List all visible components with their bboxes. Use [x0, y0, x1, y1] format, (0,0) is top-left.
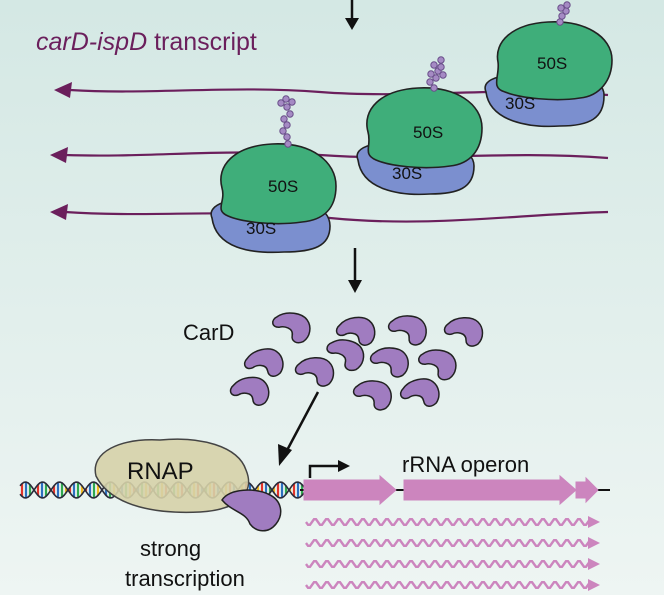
card-proteins — [229, 312, 484, 411]
ribosome-1-large-label: 50S — [268, 177, 298, 196]
card-protein — [272, 312, 311, 344]
rnap-complex: RNAP — [94, 438, 282, 532]
card-protein — [229, 376, 270, 406]
rnap-label: RNAP — [127, 458, 194, 485]
mrna-arrowhead-1 — [54, 82, 72, 98]
rrna-transcript-arrowhead — [588, 579, 600, 591]
ribosome-1: 50S 30S — [210, 95, 337, 254]
card-protein — [243, 348, 284, 377]
transcript-title: carD-ispD transcript — [36, 28, 257, 56]
ribosome-1-large-subunit — [220, 143, 337, 225]
card-protein — [294, 357, 335, 387]
arrow-to-rnap — [278, 391, 320, 466]
rrna-transcripts — [305, 516, 600, 591]
mrna-arrowhead-2 — [50, 147, 68, 163]
operon-gene-bar — [300, 474, 610, 506]
card-protein — [418, 349, 457, 381]
ribosome-2-small-label: 30S — [392, 164, 422, 183]
arrow-down-top — [345, 0, 359, 30]
rrna-transcript-arrowhead — [588, 558, 600, 570]
rrna-transcript — [305, 560, 591, 568]
card-protein — [335, 316, 376, 346]
transcription-label: transcription — [125, 566, 245, 591]
strong-label: strong — [140, 536, 201, 561]
card-protein — [443, 317, 484, 347]
arrow-down-middle — [348, 248, 362, 293]
card-protein — [387, 315, 427, 346]
operon-gene-2 — [403, 474, 577, 506]
card-protein — [369, 347, 409, 378]
mrna-strand-3 — [64, 210, 609, 223]
rrna-transcript — [305, 518, 591, 526]
promoter-arrow — [308, 460, 350, 478]
ribosome-2: 50S 30S — [356, 56, 483, 196]
ribosome-3-large-label: 50S — [537, 54, 567, 73]
mrna-strand-2 — [64, 151, 609, 160]
card-label: CarD — [183, 320, 234, 345]
operon-gene-3 — [575, 476, 599, 504]
ribosome-2-large-label: 50S — [413, 123, 443, 142]
rrna-transcript — [305, 581, 591, 589]
ribosome-2-large-subunit — [366, 87, 483, 169]
mrna-arrowhead-3 — [50, 204, 68, 220]
mrna-arrowheads — [50, 82, 72, 220]
operon-gene-1 — [303, 474, 397, 506]
rnap-body — [94, 438, 250, 514]
title-gene: carD-ispD — [36, 28, 147, 56]
rrna-transcript-arrowhead — [588, 537, 600, 549]
operon-label: rRNA operon — [402, 452, 529, 477]
card-protein — [326, 339, 365, 372]
card-protein — [352, 380, 392, 411]
ribosome-3-large-subunit — [495, 21, 613, 101]
rrna-transcript — [305, 539, 591, 547]
ribosome-3-small-label: 30S — [505, 94, 535, 113]
card-protein — [399, 378, 440, 407]
rnap-bound-card — [221, 489, 282, 532]
rrna-transcript-arrowhead — [588, 516, 600, 528]
ribosome-3: 50S 30S — [484, 1, 613, 128]
title-suffix: transcript — [147, 28, 257, 56]
ribosome-1-small-label: 30S — [246, 219, 276, 238]
